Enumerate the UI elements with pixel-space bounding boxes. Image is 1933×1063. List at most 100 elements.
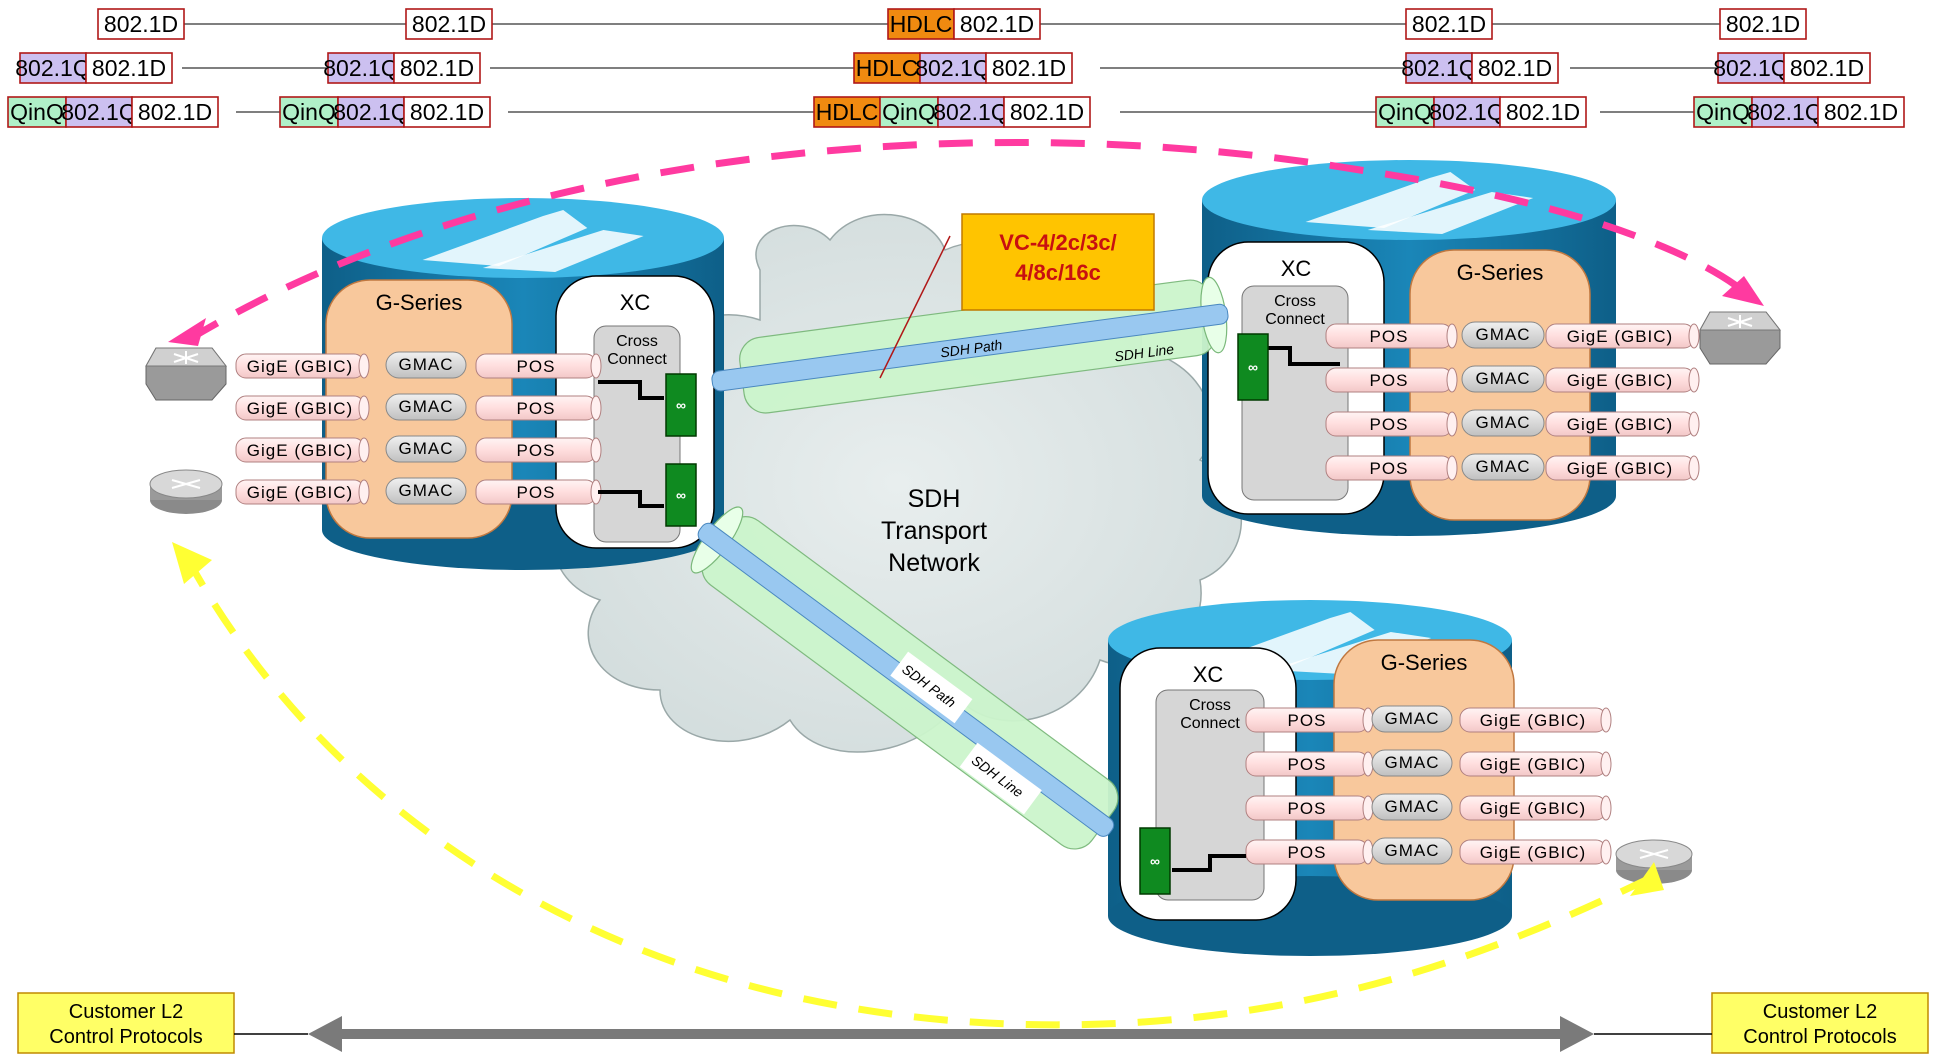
pos-port: POS	[1245, 795, 1374, 821]
tag-label: 802.1Q	[323, 55, 398, 81]
gige-port-label: GigE (GBIC)	[1480, 755, 1586, 774]
tag-label: 802.1D	[412, 11, 486, 37]
tag-8021q: 802.1Q	[1401, 52, 1477, 84]
xc-card-glyphs: ∞∞ ∞∞	[676, 359, 1258, 869]
tag-8021d: 802.1D	[97, 8, 185, 40]
gige-port: GigE (GBIC)	[1545, 367, 1700, 393]
gige-port-label: GigE (GBIC)	[1567, 415, 1673, 434]
gige-port-label: GigE (GBIC)	[1480, 799, 1586, 818]
tag-qinq: QinQ	[1693, 96, 1753, 128]
cloud-label-line1: SDH	[908, 485, 961, 513]
switch-left	[145, 347, 228, 401]
gige-port: GigE (GBIC)	[1545, 323, 1700, 349]
cloud-label-line3: Network	[888, 549, 980, 577]
tag-8021q: 802.1Q	[933, 96, 1009, 128]
gige-port-label: GigE (GBIC)	[247, 483, 353, 502]
gseries-label: G-Series	[376, 290, 463, 315]
tag-label: 802.1Q	[915, 55, 990, 81]
tag-hdlc: HDLC	[887, 8, 955, 40]
cross-connect-label-2: Connect	[1180, 715, 1240, 732]
customer-l2-box-right	[1711, 992, 1929, 1054]
tag-8021q: 802.1Q	[1429, 96, 1505, 128]
cross-connect-label-2: Connect	[1265, 311, 1325, 328]
tag-8021q: 802.1Q	[323, 52, 399, 84]
tag-label: 802.1D	[1506, 99, 1580, 125]
gige-port: GigE (GBIC)	[1459, 839, 1612, 865]
cross-connect-block	[1155, 689, 1265, 901]
tag-qinq: QinQ	[7, 96, 67, 128]
tag-8021q: 802.1Q	[15, 52, 91, 84]
gige-port: GigE (GBIC)	[235, 437, 370, 463]
pos-port: POS	[475, 353, 602, 379]
tag-label: 802.1Q	[333, 99, 408, 125]
tag-label: QinQ	[282, 99, 336, 125]
gmac-label: GMAC	[1385, 797, 1440, 816]
cross-connect-label-2: Connect	[607, 351, 667, 368]
gseries-label: G-Series	[1381, 650, 1468, 675]
tag-label: HDLC	[890, 11, 953, 37]
tag-label: 802.1D	[104, 11, 178, 37]
xc-label: XC	[620, 290, 651, 315]
tag-label: 802.1D	[1790, 55, 1864, 81]
pos-port-label: POS	[517, 357, 556, 376]
xc-card-right-bottom	[1139, 827, 1171, 895]
tag-8021d: 802.1D	[1783, 52, 1871, 84]
gmac-block: GMAC	[385, 393, 467, 421]
tag-8021d: 802.1D	[1499, 96, 1587, 128]
tag-label: 802.1D	[1726, 11, 1800, 37]
tag-8021q: 802.1Q	[1713, 52, 1789, 84]
gmac-label: GMAC	[1385, 753, 1440, 772]
tag-8021d: 802.1D	[85, 52, 173, 84]
tag-8021d: 802.1D	[1471, 52, 1559, 84]
gmac-label: GMAC	[399, 355, 454, 374]
gige-port: GigE (GBIC)	[1545, 455, 1700, 481]
customer-l2-span: Customer L2 Control Protocols Customer L…	[17, 992, 1929, 1054]
pos-port: POS	[1325, 455, 1458, 481]
svg-text:∞: ∞	[676, 487, 686, 503]
pos-port: POS	[1245, 707, 1374, 733]
cloud-label-line2: Transport	[881, 517, 987, 545]
gmac-label: GMAC	[399, 481, 454, 500]
tag-label: HDLC	[856, 55, 919, 81]
gmac-block: GMAC	[385, 435, 467, 463]
xc-card-left-1	[665, 373, 697, 437]
pos-port: POS	[1325, 411, 1458, 437]
tag-label: 802.1D	[1010, 99, 1084, 125]
tag-label: 802.1D	[1824, 99, 1898, 125]
tag-label: 802.1Q	[1429, 99, 1504, 125]
tag-label: 802.1D	[410, 99, 484, 125]
xc-card-right-top	[1237, 333, 1269, 401]
gige-port: GigE (GBIC)	[1459, 795, 1612, 821]
gmac-label: GMAC	[1385, 841, 1440, 860]
tag-qinq: QinQ	[879, 96, 939, 128]
gige-port-label: GigE (GBIC)	[247, 357, 353, 376]
gmac-label: GMAC	[1385, 709, 1440, 728]
tag-label: 802.1D	[1478, 55, 1552, 81]
gmac-label: GMAC	[1476, 369, 1531, 388]
pos-port: POS	[1325, 367, 1458, 393]
gmac-block: GMAC	[385, 477, 467, 505]
gmac-block: GMAC	[1371, 793, 1453, 821]
cross-connect-label-1: Cross	[616, 333, 658, 350]
cross-connect-label-1: Cross	[1189, 697, 1231, 714]
gmac-block: GMAC	[1371, 837, 1453, 865]
tag-hdlc: HDLC	[853, 52, 921, 84]
gmac-label: GMAC	[1476, 413, 1531, 432]
pos-port: POS	[475, 437, 602, 463]
gige-port-label: GigE (GBIC)	[1567, 371, 1673, 390]
tag-label: 802.1D	[92, 55, 166, 81]
xc-card-left-2	[665, 463, 697, 527]
gseries-label: G-Series	[1457, 260, 1544, 285]
tag-8021q: 802.1Q	[1747, 96, 1823, 128]
vc-label-line1: VC-4/2c/3c/	[999, 230, 1116, 255]
tag-8021d: 802.1D	[985, 52, 1073, 84]
